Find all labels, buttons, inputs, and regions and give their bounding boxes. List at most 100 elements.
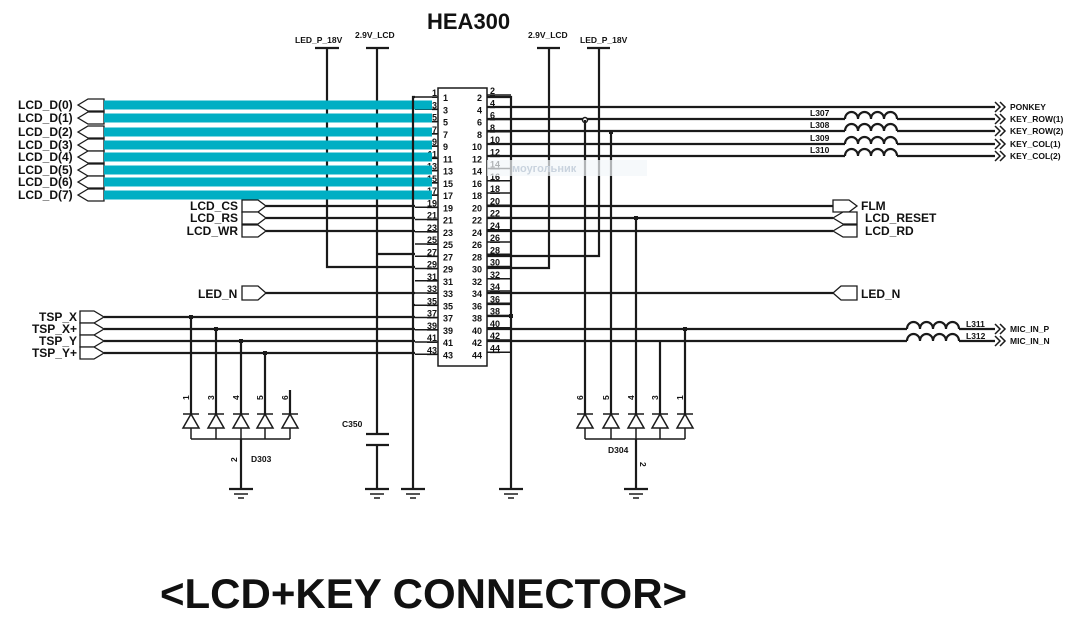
inductor-l307 <box>843 110 899 120</box>
offpage-arrow-icon <box>999 138 1007 150</box>
pin-32-outer: 32 <box>490 270 500 280</box>
inductor-l311 <box>905 320 961 330</box>
d304-pin-1: 1 <box>675 395 685 400</box>
signal-lcd-d1: LCD_D(1) <box>18 111 73 125</box>
pin-14-inner: 14 <box>472 167 482 177</box>
port-lcd_d5 <box>76 163 105 177</box>
pin-25-outer: 25 <box>427 235 437 245</box>
pin-15-inner: 15 <box>443 179 453 189</box>
d303-diode-5 <box>255 412 275 429</box>
offpage-arrow-icon <box>999 335 1007 347</box>
pin-22-inner: 22 <box>472 216 482 226</box>
signal-lcd_rd: LCD_RD <box>865 224 914 238</box>
signal-key_row1: KEY_ROW(1) <box>1010 114 1064 124</box>
pin-8-inner: 8 <box>477 130 482 140</box>
port-tsp-3 <box>79 346 106 360</box>
port-lcd_d4 <box>76 150 105 164</box>
pin-28-outer: 28 <box>490 245 500 255</box>
pin-42-inner: 42 <box>472 338 482 348</box>
d304-common-pin: 2 <box>638 462 648 467</box>
d303-pin-4: 4 <box>231 395 241 400</box>
signal-lcd_cs: LCD_CS <box>190 199 238 213</box>
watermark-box <box>487 160 647 176</box>
pin-2-inner: 2 <box>477 93 482 103</box>
pin-42-outer: 42 <box>490 331 500 341</box>
port-lcd_d0 <box>76 98 105 112</box>
d303-diode-1 <box>181 412 201 429</box>
offpage-arrow-icon <box>999 125 1007 137</box>
pin-3-outer: 3 <box>432 100 437 110</box>
port-tsp-0 <box>79 310 106 324</box>
offpage-arrow-icon <box>994 101 1002 113</box>
pin-22-outer: 22 <box>490 209 500 219</box>
d303-pin-5: 5 <box>255 395 265 400</box>
pin-21-outer: 21 <box>427 211 437 221</box>
pin-3-inner: 3 <box>443 105 448 115</box>
d303-label: D303 <box>251 454 272 464</box>
pin-29-outer: 29 <box>427 260 437 270</box>
pin-35-outer: 35 <box>427 296 437 306</box>
pin-26-outer: 26 <box>490 233 500 243</box>
pin-41-outer: 41 <box>427 333 437 343</box>
offpage-arrow-icon <box>994 125 1002 137</box>
led-n-left: LED_N <box>198 285 415 301</box>
pin-18-inner: 18 <box>472 191 482 201</box>
port-lcd_rs <box>241 211 268 225</box>
d303-pin-6: 6 <box>280 395 290 400</box>
signal-ponkey: PONKEY <box>1010 102 1046 112</box>
port-tsp-2 <box>79 334 106 348</box>
pin-20-outer: 20 <box>490 196 500 206</box>
inductor-l310 <box>843 147 899 157</box>
d304-diode-4 <box>626 412 646 429</box>
offpage-arrow-icon <box>994 138 1002 150</box>
d304-diode-1 <box>675 412 695 429</box>
signal-lcd-d6: LCD_D(6) <box>18 175 73 189</box>
inductor-label-mic-1: L312 <box>966 331 986 341</box>
pin-41-inner: 41 <box>443 338 453 348</box>
offpage-arrow-icon <box>999 101 1007 113</box>
pin-33-outer: 33 <box>427 284 437 294</box>
d303-diode-6 <box>280 412 300 429</box>
pin-9-inner: 9 <box>443 142 448 152</box>
pin-20-inner: 20 <box>472 203 482 213</box>
inductor-l308 <box>843 122 899 132</box>
pin-36-outer: 36 <box>490 294 500 304</box>
pin-5-outer: 5 <box>432 113 437 123</box>
pin-26-inner: 26 <box>472 240 482 250</box>
pin-44-inner: 44 <box>472 350 482 360</box>
inductor-label-2: L308 <box>810 120 830 130</box>
rail-led-p-18v-left: LED_P_18V <box>295 35 343 45</box>
pin-33-inner: 33 <box>443 289 453 299</box>
port-lcd_d7 <box>76 188 105 202</box>
signal-tsp-2: TSP_Y <box>39 334 77 348</box>
pin-23-outer: 23 <box>427 223 437 233</box>
pin-12-inner: 12 <box>472 154 482 164</box>
pin-28-inner: 28 <box>472 252 482 262</box>
pin-43-outer: 43 <box>427 345 437 355</box>
inductor-label-1: L307 <box>810 108 830 118</box>
pin-23-inner: 23 <box>443 228 453 238</box>
rail-led-p-18v-right: LED_P_18V <box>580 35 628 45</box>
port-tsp-1 <box>79 322 106 336</box>
signal-lcd_reset: LCD_RESET <box>865 211 937 225</box>
pin-17-inner: 17 <box>443 191 453 201</box>
signal-flm: FLM <box>861 199 886 213</box>
pin-40-outer: 40 <box>490 319 500 329</box>
pin-27-outer: 27 <box>427 247 437 257</box>
d304-label: D304 <box>608 445 629 455</box>
signal-mic_in_n: MIC_IN_N <box>1010 336 1050 346</box>
pin-37-outer: 37 <box>427 309 437 319</box>
pin-35-inner: 35 <box>443 301 453 311</box>
pin-44-outer: 44 <box>490 343 500 353</box>
pin-38-outer: 38 <box>490 307 500 317</box>
led-n-right: LED_N <box>487 285 900 301</box>
pin-18-outer: 18 <box>490 184 500 194</box>
pin-4-inner: 4 <box>477 105 482 115</box>
inductor-label-3: L309 <box>810 133 830 143</box>
offpage-arrow-icon <box>994 113 1002 125</box>
signal-lcd-d7: LCD_D(7) <box>18 188 73 202</box>
signal-led-n-left: LED_N <box>198 287 237 301</box>
port-lcd_d3 <box>76 138 105 152</box>
